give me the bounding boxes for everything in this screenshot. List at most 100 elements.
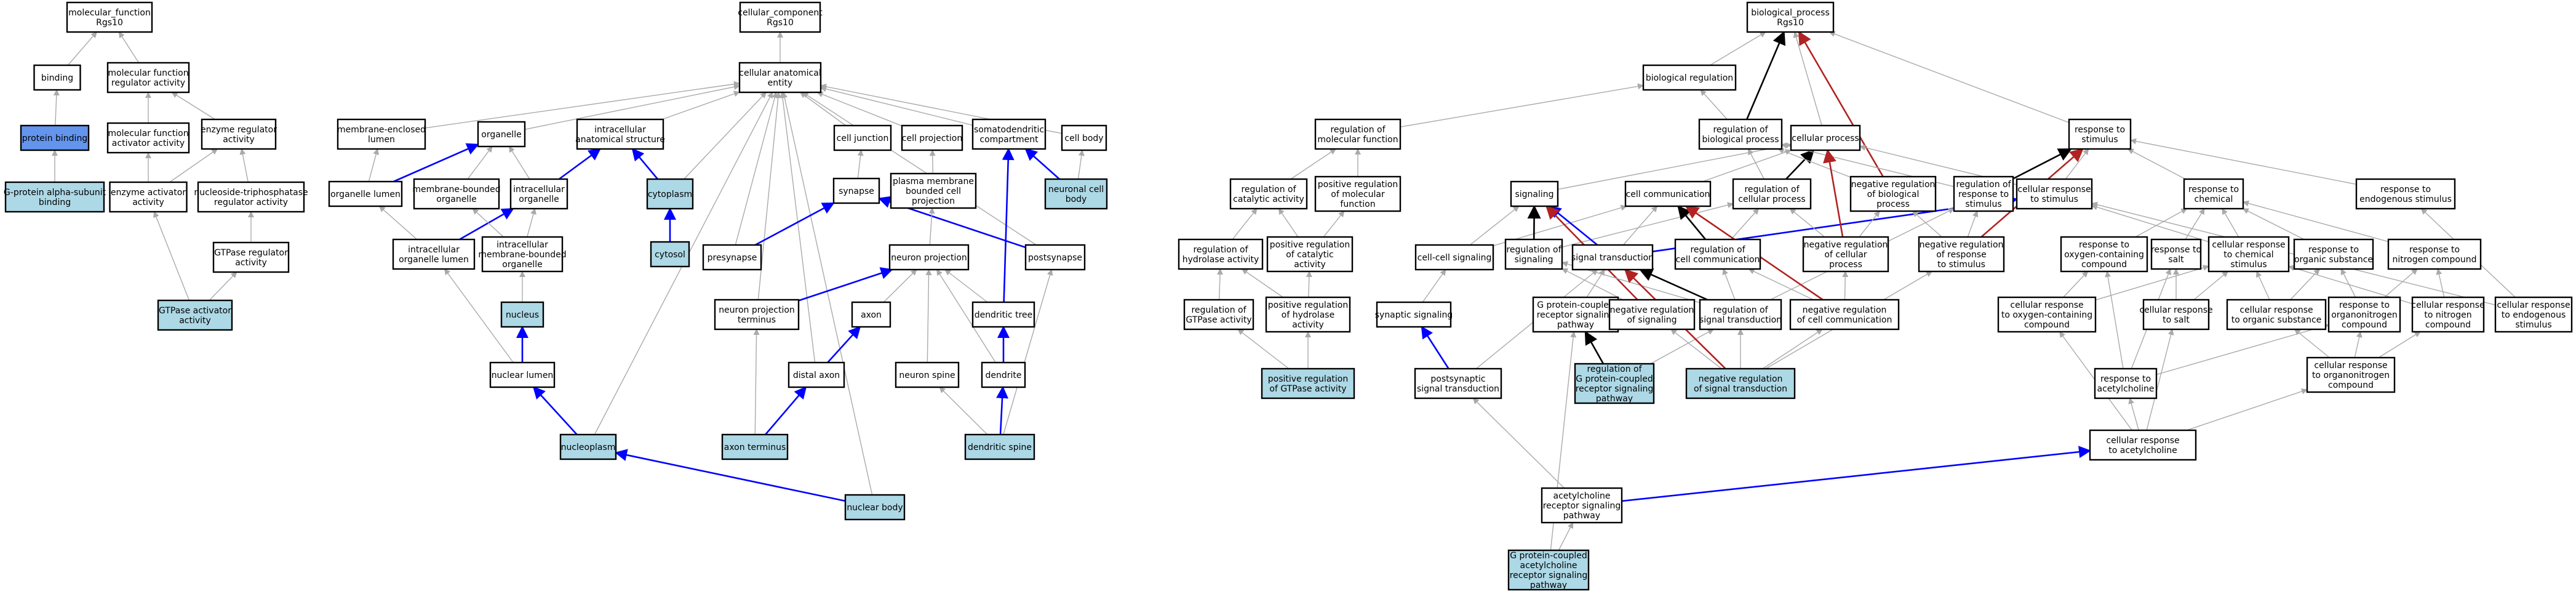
edge-is-a-reg-gpcr-to-reg-sig-trans <box>1650 329 1714 364</box>
go-term-node-cell-process[interactable]: cellular process <box>1790 124 1861 151</box>
go-term-node-cell-projection[interactable]: cell projection <box>901 124 963 151</box>
go-term-node-binding[interactable]: binding <box>33 64 81 91</box>
go-term-node-postsynapse[interactable]: postsynapse <box>1024 244 1086 271</box>
go-term-node-dendritic-spine[interactable]: dendritic spine <box>964 433 1035 460</box>
go-term-node-bio-reg[interactable]: biological regulation <box>1642 64 1737 91</box>
go-term-node-distal-axon[interactable]: distal axon <box>788 361 845 388</box>
go-term-node-neuron-spine[interactable]: neuron spine <box>895 361 960 388</box>
go-term-node-cell-comm[interactable]: cell communication <box>1624 180 1712 207</box>
go-term-node-organelle[interactable]: organelle <box>477 121 526 148</box>
go-term-label-line: acetylcholine <box>1520 561 1577 571</box>
go-term-node-signaling[interactable]: signaling <box>1510 180 1559 207</box>
go-term-label-line: regulation of <box>1193 245 1248 255</box>
go-term-node-synaptic-sig[interactable]: synaptic signaling <box>1375 301 1453 328</box>
go-term-node-nuclear-lumen[interactable]: nuclear lumen <box>489 361 556 388</box>
go-term-node-nuclear-body[interactable]: nuclear body <box>844 494 906 521</box>
go-term-node-nucleus[interactable]: nucleus <box>500 301 544 328</box>
go-term-node-presynapse[interactable]: presynapse <box>702 244 762 271</box>
go-term-node-sig-trans[interactable]: signal transduction <box>1571 244 1654 271</box>
go-term-node-synapse[interactable]: synapse <box>832 177 880 204</box>
go-term-node-cell-body[interactable]: cell body <box>1061 124 1107 151</box>
go-term-node-organelle-lumen[interactable]: organelle lumen <box>328 180 403 207</box>
go-term-node-axon[interactable]: axon <box>851 301 891 328</box>
go-term-node-dendrite-tree[interactable]: dendritic tree <box>971 301 1035 328</box>
go-term-node-cell-junction[interactable]: cell junction <box>833 124 892 151</box>
go-term-node-cc-signaling[interactable]: cell-cell signaling <box>1414 244 1494 271</box>
edge-regulates-reg-cell-proc-to-cell-process <box>1785 149 1815 180</box>
go-term-node-cytosol[interactable]: cytosol <box>650 241 690 268</box>
go-term-node-axon-terminus[interactable]: axon terminus <box>721 433 789 460</box>
go-term-node-nucleoplasm[interactable]: nucleoplasm <box>559 433 617 460</box>
go-term-node-neuron-projection[interactable]: neuron projection <box>888 244 970 271</box>
go-term-node-dendrite[interactable]: dendrite <box>981 361 1026 388</box>
go-term-node-protein-binding[interactable]: protein binding <box>20 124 90 151</box>
go-term-node-cytoplasm[interactable]: cytoplasm <box>646 178 694 210</box>
